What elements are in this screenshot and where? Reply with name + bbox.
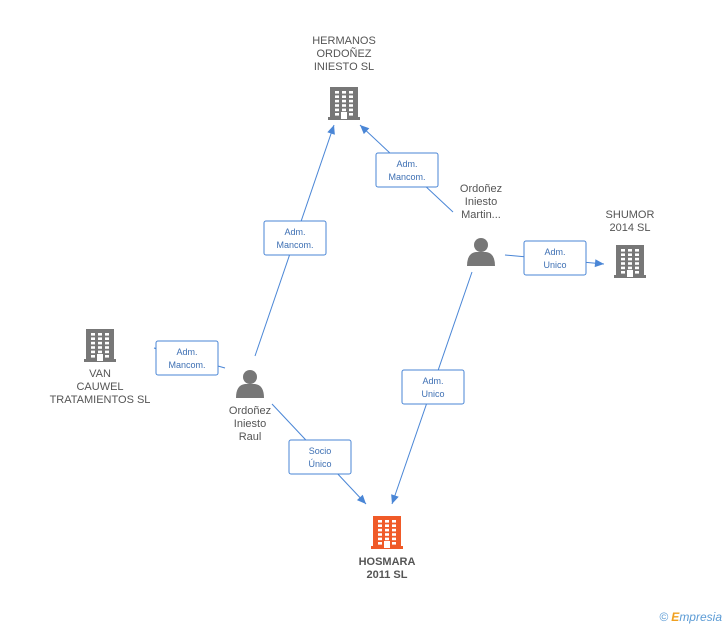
node-label-line: TRATAMIENTOS SL: [50, 394, 151, 406]
person-icon: [467, 238, 495, 266]
building-icon: [328, 87, 360, 120]
person-icon: [236, 370, 264, 398]
node-label-line: Iniesto: [234, 418, 266, 430]
edge-label-line: Adm.: [544, 247, 565, 257]
edge-label-line: Mancom.: [388, 172, 425, 182]
node-label-line: SHUMOR: [606, 209, 655, 221]
node-label-line: Ordoñez: [460, 183, 502, 195]
edge-label-line: Adm.: [284, 227, 305, 237]
node-label-line: Ordoñez: [229, 405, 271, 417]
node-label-line: Iniesto: [465, 196, 497, 208]
node-label-line: ORDOÑEZ: [317, 47, 372, 60]
edge-martin-hosmara: Adm. Unico: [391, 271, 473, 505]
building-icon: [84, 329, 116, 362]
edge-label-line: Unico: [543, 260, 566, 270]
edge-label-line: Adm.: [422, 376, 443, 386]
edge-label-line: Mancom.: [276, 240, 313, 250]
edge-martin-hermanos: Adm. Mancom.: [359, 124, 454, 213]
copyright-symbol: ©: [659, 610, 669, 624]
edge-raul-hermanos: Adm. Mancom.: [254, 124, 335, 357]
edge-label-line: Unico: [421, 389, 444, 399]
edge-label-box[interactable]: [523, 240, 587, 276]
brand-name: mpresia: [679, 610, 722, 624]
arrow-head: [360, 125, 370, 135]
brand-initial: E: [671, 610, 680, 624]
node-label-line: INIESTO SL: [314, 61, 374, 73]
edge-label-box[interactable]: [375, 152, 439, 188]
arrow-head: [594, 259, 604, 268]
node-label-line: 2014 SL: [610, 222, 651, 234]
node-label-line: Martin...: [461, 209, 501, 221]
node-label-line: VAN: [89, 368, 111, 380]
edge-martin-shumor: Adm. Unico: [504, 240, 605, 276]
node-martin[interactable]: OrdoñezIniestoMartin...: [460, 183, 502, 266]
edge-label-box[interactable]: [288, 439, 352, 475]
edge-label-box[interactable]: [263, 220, 327, 256]
edge-label-box[interactable]: [155, 340, 219, 376]
node-label-line: HOSMARA: [359, 556, 416, 568]
footer-brand[interactable]: ©Empresia: [659, 610, 722, 624]
edge-label-line: Mancom.: [168, 360, 205, 370]
node-label-line: Raul: [239, 431, 262, 443]
edge-label-line: Adm.: [176, 347, 197, 357]
edge-raul-vancauwel: Adm. Mancom.: [153, 340, 226, 376]
node-label-line: 2011 SL: [367, 569, 408, 581]
arrow-head: [327, 125, 335, 135]
node-label-line: HERMANOS: [312, 35, 376, 47]
edge-label-box[interactable]: [401, 369, 465, 405]
edge-label-line: Único: [308, 459, 331, 469]
node-label-line: CAUWEL: [76, 381, 123, 393]
arrow-head: [356, 494, 366, 504]
arrow-head: [391, 494, 399, 504]
building-icon: [614, 245, 646, 278]
building-icon: [371, 516, 403, 549]
edge-label-line: Socio: [309, 446, 332, 456]
edge-label-line: Adm.: [396, 159, 417, 169]
